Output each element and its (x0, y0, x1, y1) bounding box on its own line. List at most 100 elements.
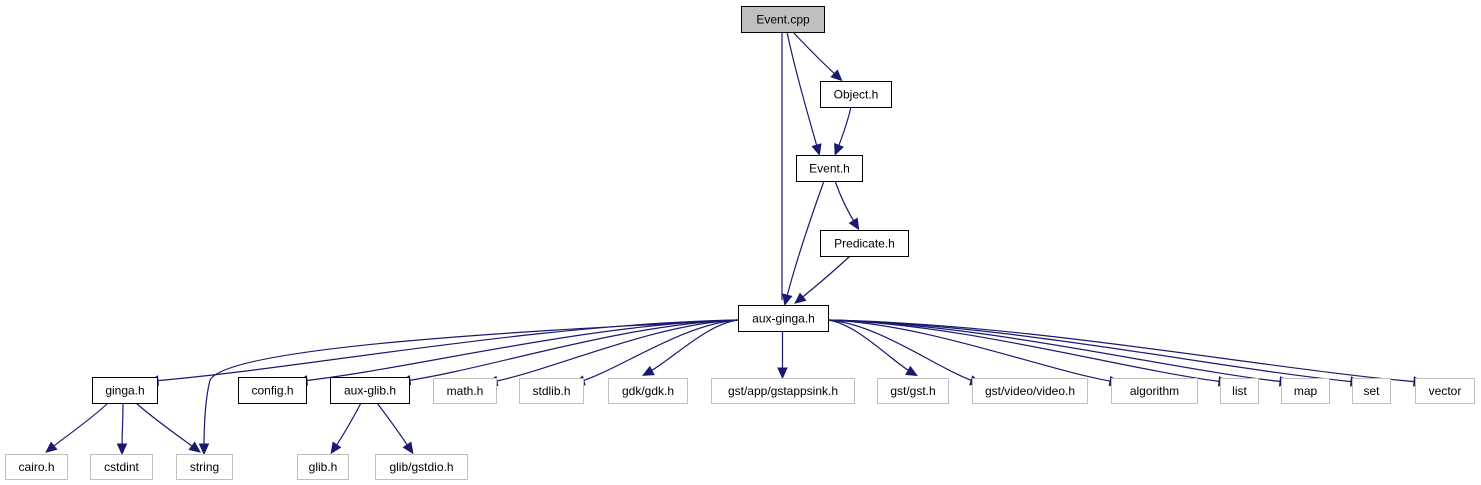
edge-ginga-h-to-cairo-h (45, 402, 109, 453)
node-aux-glib-h[interactable]: aux-glib.h (330, 377, 410, 404)
edge-line (404, 319, 739, 382)
arrowhead (777, 367, 788, 380)
node-gstappsink-h: gst/app/gstappsink.h (711, 378, 855, 404)
node-label: set (1363, 384, 1380, 398)
node-glib-h: glib.h (297, 454, 349, 480)
edge-line (152, 319, 739, 382)
node-label: Event.cpp (756, 13, 810, 27)
node-box (1281, 378, 1330, 404)
arrowhead (642, 365, 655, 376)
edge-aux-ginga-h-to-stdlib-h (573, 319, 739, 386)
node-box (90, 454, 153, 480)
edge-line (135, 402, 197, 450)
edge-line (827, 319, 913, 374)
node-label: algorithm (1130, 384, 1179, 398)
node-label: aux-glib.h (344, 384, 396, 398)
node-label: vector (1429, 384, 1462, 398)
edge-aux-ginga-h-to-gstappsink-h (777, 331, 788, 380)
node-label: string (190, 460, 219, 474)
node-label: glib/gstdio.h (389, 460, 453, 474)
edge-line (798, 255, 851, 301)
node-label: Object.h (834, 88, 879, 102)
arrowhead (782, 293, 793, 307)
node-box (796, 155, 863, 182)
edge-line (827, 319, 1420, 383)
edge-line (785, 180, 825, 301)
node-box (1352, 378, 1391, 404)
node-label: glib.h (309, 460, 338, 474)
node-box (176, 454, 233, 480)
node-box (741, 6, 825, 33)
node-label: gst/gst.h (890, 384, 935, 398)
node-box (1415, 378, 1475, 404)
edge-line (827, 319, 1357, 383)
node-event-cpp[interactable]: Event.cpp (741, 6, 825, 33)
edge-event-h-to-aux-ginga-h (782, 180, 825, 307)
arrowhead (330, 441, 342, 455)
edge-line (203, 319, 739, 450)
node-label: ginga.h (105, 384, 144, 398)
node-box (330, 377, 410, 404)
edge-line (121, 402, 124, 450)
edge-line (827, 319, 1116, 383)
edge-object-h-to-event-h (834, 106, 852, 156)
node-label: stdlib.h (532, 384, 570, 398)
node-box (711, 378, 855, 404)
node-box (433, 378, 497, 404)
edge-line (333, 402, 362, 450)
arrowhead (905, 365, 918, 377)
arrowhead (198, 443, 210, 456)
node-object-h[interactable]: Object.h (820, 81, 892, 108)
node-event-h[interactable]: Event.h (796, 155, 863, 182)
arrowhead (402, 441, 414, 455)
edge-event-cpp-to-object-h (792, 31, 843, 82)
node-label: map (1294, 384, 1318, 398)
arrowhead (188, 441, 201, 453)
edge-aux-ginga-h-to-map (827, 319, 1292, 387)
node-config-h[interactable]: config.h (238, 377, 307, 404)
arrowhead (830, 69, 843, 82)
node-video-h: gst/video/video.h (972, 378, 1088, 404)
node-label: gst/video/video.h (985, 384, 1075, 398)
node-box (972, 378, 1088, 404)
node-stdlib-h: stdlib.h (519, 378, 584, 404)
node-label: gdk/gdk.h (622, 384, 674, 398)
arrowhead (45, 441, 58, 453)
node-math-h: math.h (433, 378, 497, 404)
node-box (238, 377, 307, 404)
node-set: set (1352, 378, 1391, 404)
edge-line (376, 402, 411, 450)
node-label: Predicate.h (834, 237, 895, 251)
arrowhead (116, 443, 128, 456)
arrowhead (848, 217, 860, 231)
edge-line (836, 106, 852, 151)
node-box (297, 454, 349, 480)
edge-line (578, 319, 739, 383)
node-box (519, 378, 584, 404)
edge-line (301, 319, 739, 382)
edge-line (49, 402, 109, 450)
edge-aux-ginga-h-to-gdk-h (642, 319, 739, 376)
node-box (877, 378, 949, 404)
node-algorithm: algorithm (1111, 378, 1198, 404)
node-label: aux-ginga.h (752, 312, 815, 326)
node-label: config.h (251, 384, 293, 398)
node-box (5, 454, 68, 480)
edge-aux-ginga-h-to-gst-h (827, 319, 918, 377)
node-label: math.h (447, 384, 484, 398)
node-predicate-h[interactable]: Predicate.h (820, 230, 909, 257)
node-ginga-h[interactable]: ginga.h (92, 377, 158, 404)
edge-line (792, 31, 839, 78)
edge-line (834, 180, 857, 226)
edge-line (827, 319, 977, 383)
node-aux-ginga-h[interactable]: aux-ginga.h (738, 305, 829, 332)
arrowhead (834, 142, 844, 156)
node-cairo-h: cairo.h (5, 454, 68, 480)
edge-aux-glib-h-to-glib-h (330, 402, 362, 455)
edge-aux-ginga-h-to-string (198, 319, 739, 456)
node-vector: vector (1415, 378, 1475, 404)
node-map: map (1281, 378, 1330, 404)
edge-event-cpp-to-event-h (786, 31, 822, 156)
edge-line (827, 319, 1286, 383)
